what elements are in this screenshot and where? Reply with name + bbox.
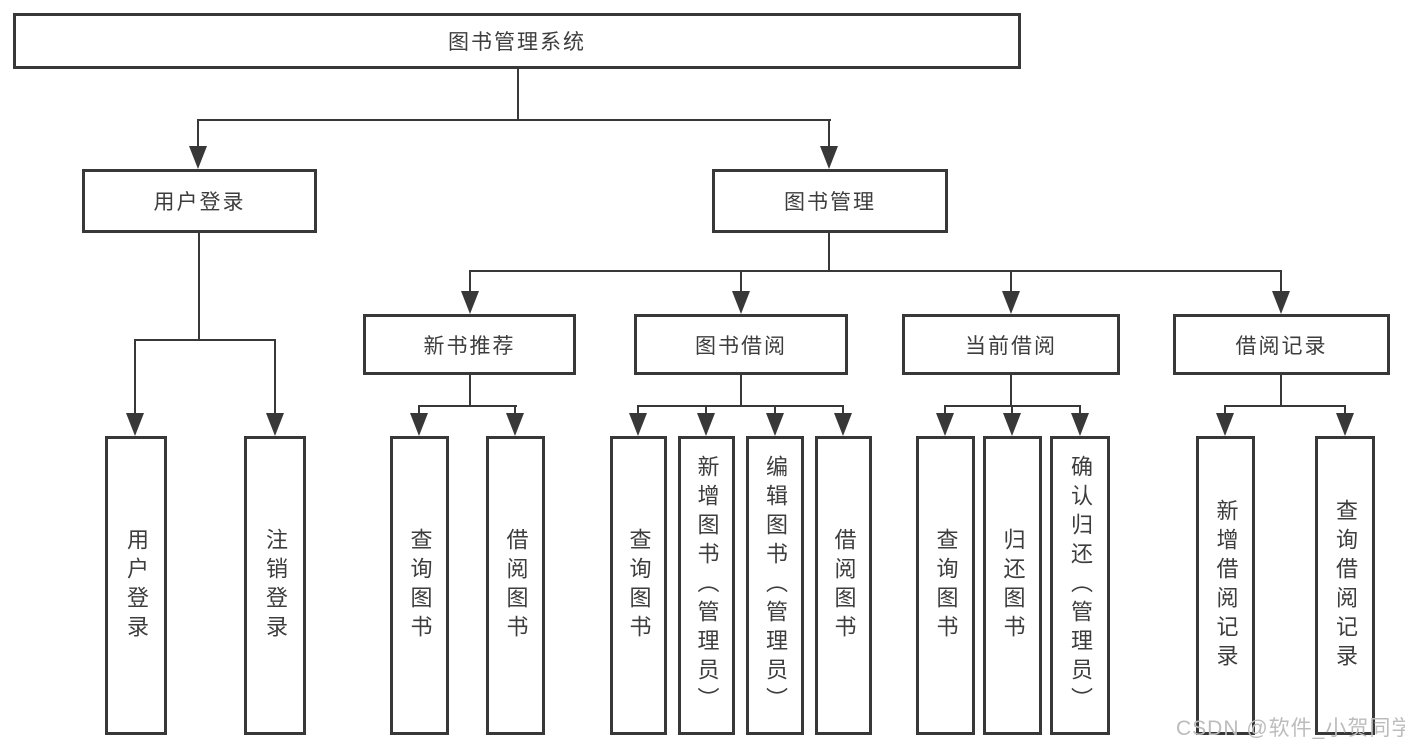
node-new-book-recommendation: 新书推荐 <box>363 314 576 375</box>
connector-v <box>469 270 471 292</box>
node-root: 图书管理系统 <box>13 13 1021 69</box>
connector-v <box>1344 405 1346 415</box>
connector-v <box>705 405 707 415</box>
leaf-label: 借阅图书 <box>503 527 529 644</box>
connector-h <box>637 405 844 407</box>
connector-v <box>418 405 420 415</box>
arrowhead-down-icon <box>936 413 954 436</box>
leaf-label: 新增图书（管理员） <box>694 455 720 716</box>
node-book-borrowing: 图书借阅 <box>634 314 848 375</box>
leaf-label: 借阅图书 <box>831 527 857 644</box>
leaf-recommend-borrow-books: 借阅图书 <box>486 436 545 735</box>
connector-v <box>637 405 639 415</box>
leaf-label: 查询借阅记录 <box>1333 498 1358 673</box>
leaf-borrowing-add-books-admin: 新增图书（管理员） <box>678 436 735 735</box>
connector-h <box>418 405 517 407</box>
arrowhead-down-icon <box>1272 291 1290 314</box>
connector-v <box>1011 405 1013 415</box>
connector-v <box>1010 270 1012 292</box>
leaf-label: 编辑图书（管理员） <box>763 455 788 716</box>
connector-v <box>740 270 742 292</box>
leaf-recommend-query-books: 查询图书 <box>390 436 449 735</box>
connector-h <box>134 339 276 341</box>
connector-h <box>197 119 831 121</box>
leaf-label: 确认归还（管理员） <box>1068 455 1093 716</box>
connector-v <box>197 119 199 150</box>
connector-h <box>469 270 1282 272</box>
connector-v <box>134 339 136 414</box>
connector-v <box>774 405 776 415</box>
connector-v <box>944 405 946 415</box>
csdn-watermark: CSDN @软件_小贺同学 <box>1176 717 1405 740</box>
leaf-login-logout: 注销登录 <box>244 436 306 735</box>
arrowhead-down-icon <box>1071 413 1089 436</box>
leaf-label: 用户登录 <box>124 527 149 644</box>
leaf-records-add-borrow-record: 新增借阅记录 <box>1196 436 1255 735</box>
leaf-label: 归还图书 <box>1000 527 1026 644</box>
leaf-label: 查询图书 <box>626 527 652 644</box>
connector-v <box>1280 375 1282 407</box>
leaf-label: 注销登录 <box>263 527 288 644</box>
arrowhead-down-icon <box>266 413 284 436</box>
leaf-borrowing-query-books: 查询图书 <box>610 436 667 735</box>
connector-v <box>1010 375 1012 407</box>
leaf-label: 查询图书 <box>407 527 433 644</box>
arrowhead-down-icon <box>732 291 750 314</box>
leaf-login-user-login: 用户登录 <box>105 436 167 735</box>
connector-v <box>517 69 519 120</box>
leaf-current-query-books: 查询图书 <box>916 436 975 735</box>
node-book-management: 图书管理 <box>712 169 948 233</box>
connector-v <box>469 375 471 407</box>
arrowhead-down-icon <box>189 146 207 169</box>
arrowhead-down-icon <box>126 413 144 436</box>
connector-v <box>828 119 830 150</box>
connector-v <box>842 405 844 415</box>
arrowhead-down-icon <box>697 413 715 436</box>
connector-v <box>274 339 276 414</box>
arrowhead-down-icon <box>506 413 524 436</box>
connector-v <box>740 375 742 407</box>
connector-v <box>198 233 200 340</box>
arrowhead-down-icon <box>820 146 838 169</box>
arrowhead-down-icon <box>629 413 647 436</box>
arrowhead-down-icon <box>1002 291 1020 314</box>
node-borrowing-records: 借阅记录 <box>1173 314 1390 375</box>
connector-v <box>1224 405 1226 415</box>
arrowhead-down-icon <box>461 291 479 314</box>
arrowhead-down-icon <box>1216 413 1234 436</box>
connector-v <box>1079 405 1081 415</box>
arrowhead-down-icon <box>410 413 428 436</box>
connector-v <box>828 233 830 272</box>
arrowhead-down-icon <box>1336 413 1354 436</box>
connector-h <box>1224 405 1346 407</box>
leaf-label: 新增借阅记录 <box>1213 498 1239 673</box>
leaf-label: 查询图书 <box>933 527 959 644</box>
arrowhead-down-icon <box>766 413 784 436</box>
connector-v <box>1280 270 1282 292</box>
leaf-current-confirm-return-admin: 确认归还（管理员） <box>1050 436 1110 735</box>
connector-v <box>514 405 516 415</box>
leaf-current-return-books: 归还图书 <box>983 436 1042 735</box>
leaf-records-query-borrow-record: 查询借阅记录 <box>1315 436 1375 735</box>
node-current-borrowing: 当前借阅 <box>902 314 1120 375</box>
arrowhead-down-icon <box>1003 413 1021 436</box>
node-user-login: 用户登录 <box>82 169 317 233</box>
leaf-borrowing-borrow-books: 借阅图书 <box>815 436 872 735</box>
arrowhead-down-icon <box>834 413 852 436</box>
leaf-borrowing-edit-books-admin: 编辑图书（管理员） <box>746 436 804 735</box>
